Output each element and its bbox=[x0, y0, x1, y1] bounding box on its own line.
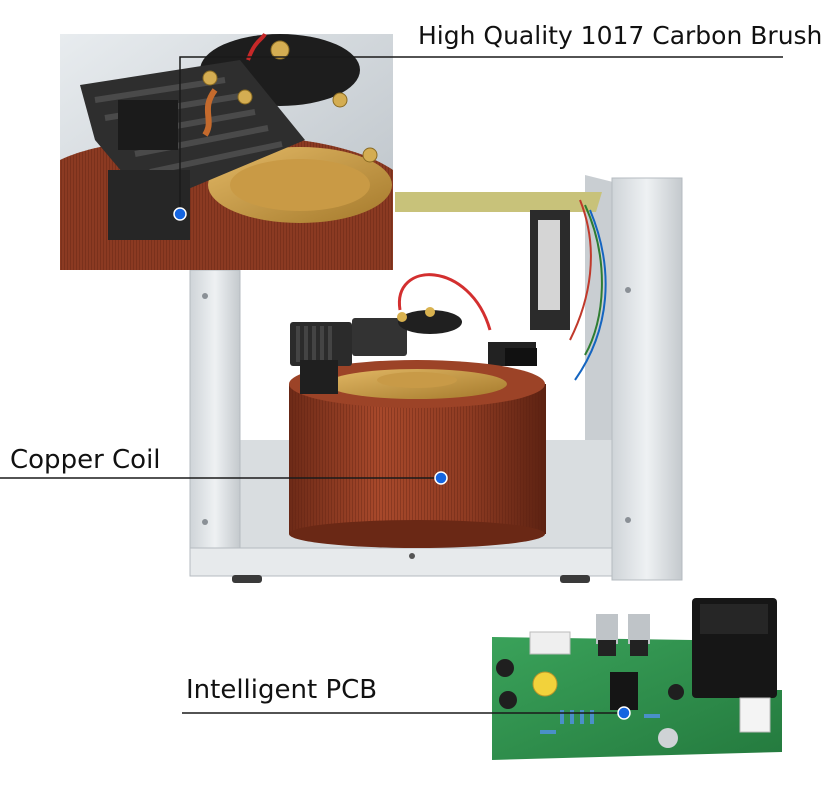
carbon-brush-marker-icon bbox=[173, 207, 187, 221]
carbon-brush-assembly bbox=[290, 273, 492, 394]
copper-coil bbox=[289, 360, 546, 548]
product-illustration bbox=[0, 32, 783, 760]
pcb-label: Intelligent PCB bbox=[186, 675, 378, 705]
copper-coil-marker-icon bbox=[434, 471, 448, 485]
marker-dots bbox=[173, 207, 631, 720]
copper-coil-label: Copper Coil bbox=[10, 445, 161, 475]
carbon-brush-leader-line bbox=[179, 56, 783, 214]
intelligent-pcb bbox=[492, 598, 782, 760]
carbon-brush-label: High Quality 1017 Carbon Brush bbox=[418, 21, 822, 50]
pcb-marker-icon bbox=[617, 706, 631, 720]
leader-lines bbox=[0, 56, 783, 714]
carbon-brush-closeup bbox=[60, 32, 393, 270]
